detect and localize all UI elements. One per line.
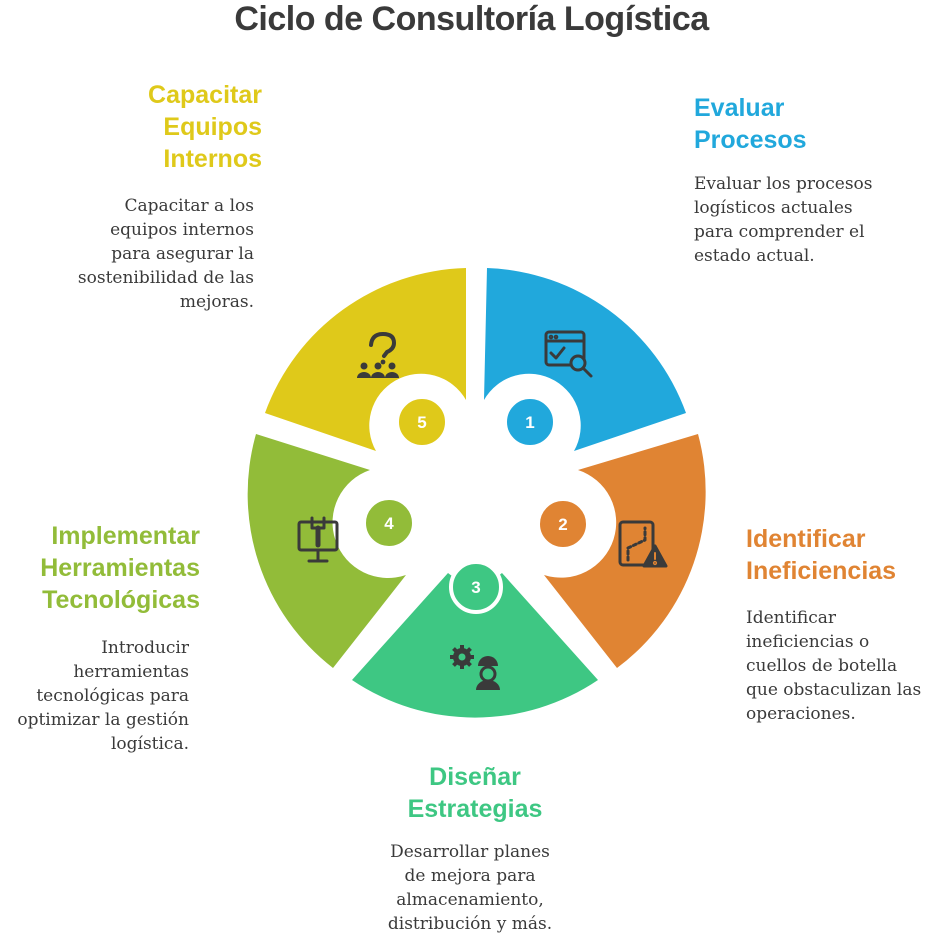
team-question-icon	[357, 331, 399, 378]
page-title: Ciclo de Consultoría Logística	[234, 0, 709, 38]
step-2-heading: Identificar Ineficiencias	[746, 525, 897, 585]
step-3-heading: Diseñar Estrategias	[407, 763, 543, 823]
segment-5-capacitar	[265, 268, 466, 451]
step-4-description: Introducir herramientas tecnológicas par…	[17, 638, 189, 754]
step-3-description: Desarrollar planes de mejora para almace…	[387, 842, 553, 934]
step-4-heading: Implementar Herramientas Tecnológicas	[40, 522, 200, 614]
badge-3: 3	[449, 560, 503, 614]
monitor-wrench-icon	[297, 516, 339, 563]
badge-number: 5	[417, 413, 426, 432]
badge-number: 3	[471, 578, 480, 597]
step-5-description: Capacitar a los equipos internos para as…	[77, 196, 254, 312]
step-5-heading: Capacitar Equipos Internos	[148, 81, 262, 173]
step-1-heading: Evaluar Procesos	[694, 94, 807, 154]
gear-engineer-icon	[450, 645, 500, 690]
badge-2: 2	[536, 497, 590, 551]
badge-number: 1	[525, 413, 534, 432]
step-2-description: Identificar ineficiencias o cuellos de b…	[746, 608, 922, 724]
badge-5: 5	[395, 395, 449, 449]
segment-2-identificar	[544, 434, 706, 668]
badge-1: 1	[503, 395, 557, 449]
badge-number: 4	[384, 514, 394, 533]
badge-number: 2	[558, 515, 567, 534]
browser-check-search-icon	[544, 330, 593, 378]
segment-3-disenar	[352, 573, 598, 718]
route-warning-icon	[618, 520, 668, 568]
step-1-description: Evaluar los procesos logísticos actuales…	[694, 174, 873, 266]
badge-4: 4	[362, 496, 416, 550]
